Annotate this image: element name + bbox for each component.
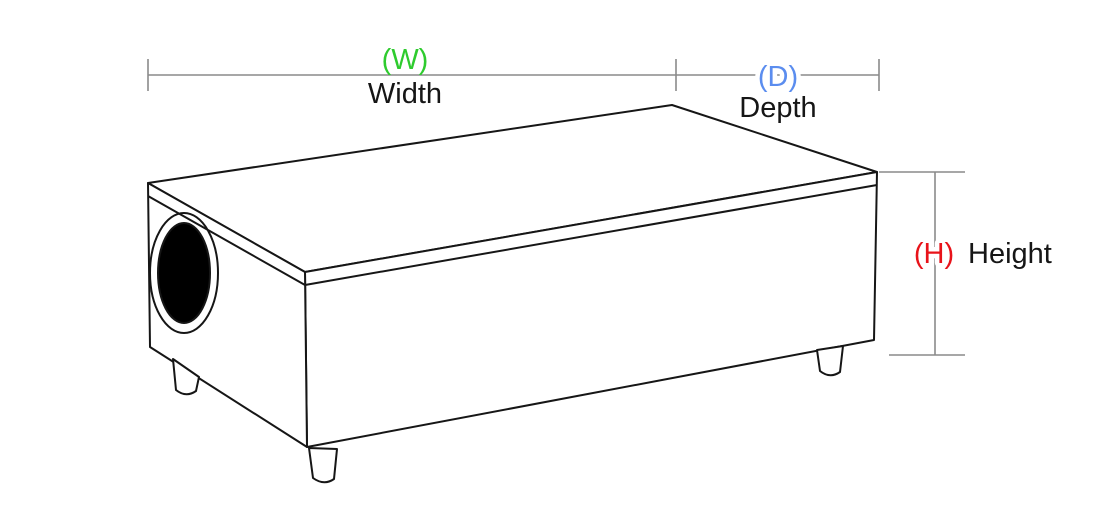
- width-text-label: Width: [368, 78, 442, 110]
- box-top-rim-line: [147, 184, 878, 286]
- dimension-labels-group: (W) Width (D) Depth (H) Height: [368, 44, 1052, 275]
- speaker-cone: [157, 222, 211, 324]
- height-symbol-label: (H): [914, 238, 954, 270]
- depth-symbol-label: (D): [758, 61, 798, 93]
- speaker-surround-ring: [149, 212, 219, 334]
- box-foot-front: [308, 447, 338, 484]
- speaker-box-drawing: [147, 104, 878, 484]
- dimension-lines-group: [147, 59, 965, 356]
- box-foot-right: [816, 345, 844, 377]
- width-symbol-label: (W): [382, 44, 429, 76]
- height-text-label: Height: [968, 238, 1052, 270]
- box-foot-left: [172, 358, 200, 396]
- depth-text-label: Depth: [739, 92, 816, 124]
